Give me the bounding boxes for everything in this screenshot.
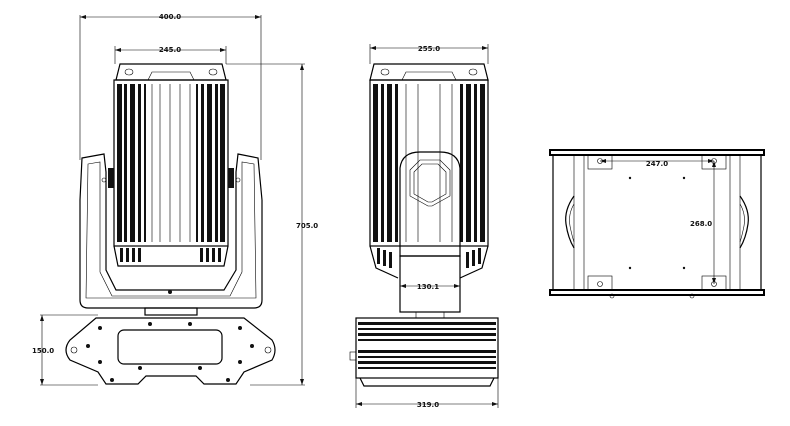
dim-front-head-width: 245.0	[114, 46, 227, 64]
dim-top-bolt-spacing: 247.0	[600, 159, 714, 168]
front-head-bottom-fins	[120, 248, 221, 262]
dim-label-705: 705.0	[296, 222, 318, 230]
dim-label-255: 255.0	[418, 45, 440, 53]
side-head-fins	[373, 84, 485, 242]
dim-label-245: 245.0	[159, 46, 181, 54]
dim-side-head-width: 255.0	[369, 44, 489, 64]
dim-side-neck-width: 130.1	[400, 283, 460, 291]
front-view: 400.0 245.0 705.0	[32, 13, 318, 386]
side-view: 255.0	[349, 44, 499, 409]
dim-top-bolt-depth: 268.0	[690, 161, 716, 284]
dim-label-268: 268.0	[690, 220, 712, 228]
top-view: 247.0 268.0	[549, 149, 765, 299]
dim-label-400: 400.0	[159, 13, 181, 21]
dim-label-319: 319.0	[417, 401, 439, 409]
dim-base-depth: 150.0	[32, 314, 98, 386]
side-base-fins	[358, 322, 496, 369]
base-holes	[70, 322, 272, 382]
dim-label-247: 247.0	[646, 160, 668, 168]
front-head-fins	[117, 84, 225, 242]
top-bolts	[597, 158, 717, 299]
side-head-bottom-fins	[377, 248, 481, 268]
dim-label-150: 150.0	[32, 347, 54, 355]
dim-front-overall-width: 400.0	[79, 13, 262, 160]
dim-side-base-width: 319.0	[355, 378, 499, 409]
dim-overall-height: 705.0	[226, 63, 318, 386]
dim-label-130: 130.1	[417, 283, 439, 291]
